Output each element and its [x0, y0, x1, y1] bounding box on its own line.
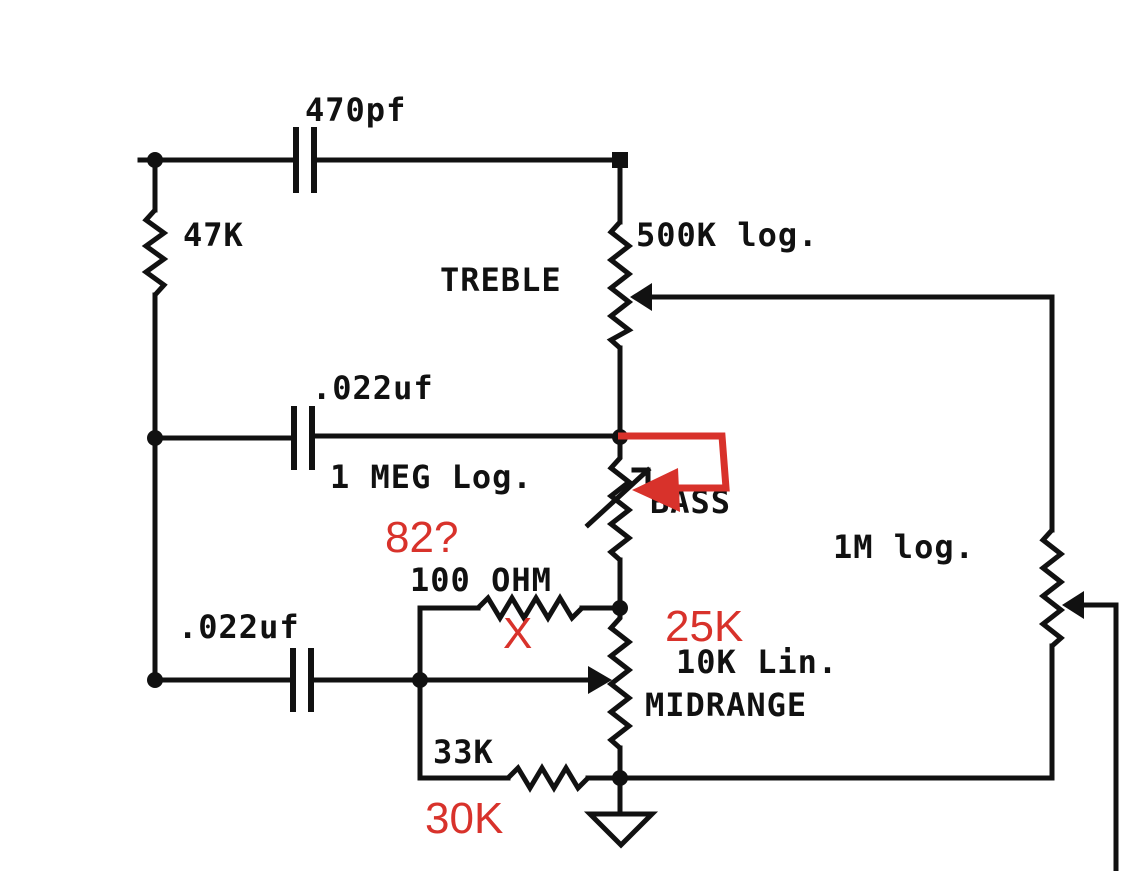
- left-rail: [141, 157, 169, 683]
- volume-pot: [1038, 294, 1119, 871]
- label-47k: 47K: [183, 216, 244, 254]
- resistor-100-ohm: [417, 593, 623, 683]
- label-treble: TREBLE: [440, 261, 562, 299]
- label-1m-log: 1M log.: [833, 528, 975, 566]
- treble-wiper-arrow: [630, 283, 652, 311]
- label-1meg-log: 1 MEG Log.: [330, 458, 533, 496]
- treble-pot: [606, 157, 1055, 441]
- label-midrange: MIDRANGE: [645, 686, 807, 724]
- label-10k-lin: 10K Lin.: [676, 643, 838, 681]
- red-rewire-arrow: [618, 432, 730, 512]
- note-x-mark: X: [503, 609, 532, 658]
- midrange-wiper-arrow: [588, 666, 612, 694]
- cap-022-bottom: [152, 648, 612, 712]
- label-500k-log: 500K log.: [636, 216, 818, 254]
- label-022uf-mid: .022uf: [312, 369, 434, 407]
- resistor-33k: [417, 677, 1055, 793]
- cap-022-mid: [152, 406, 623, 470]
- volume-wiper-arrow: [1062, 591, 1084, 619]
- note-30k: 30K: [425, 794, 503, 843]
- resistor-47k: [141, 208, 169, 297]
- note-25k: 25K: [665, 602, 743, 651]
- cap-470pf: [137, 127, 623, 193]
- note-82: 82?: [385, 513, 458, 562]
- ground-symbol: [583, 811, 659, 849]
- label-022uf-bottom: .022uf: [178, 608, 300, 646]
- label-33k: 33K: [433, 733, 494, 771]
- bass-pot: [584, 438, 652, 611]
- label-470pf: 470pf: [305, 91, 406, 129]
- label-100-ohm: 100 OHM: [410, 561, 552, 599]
